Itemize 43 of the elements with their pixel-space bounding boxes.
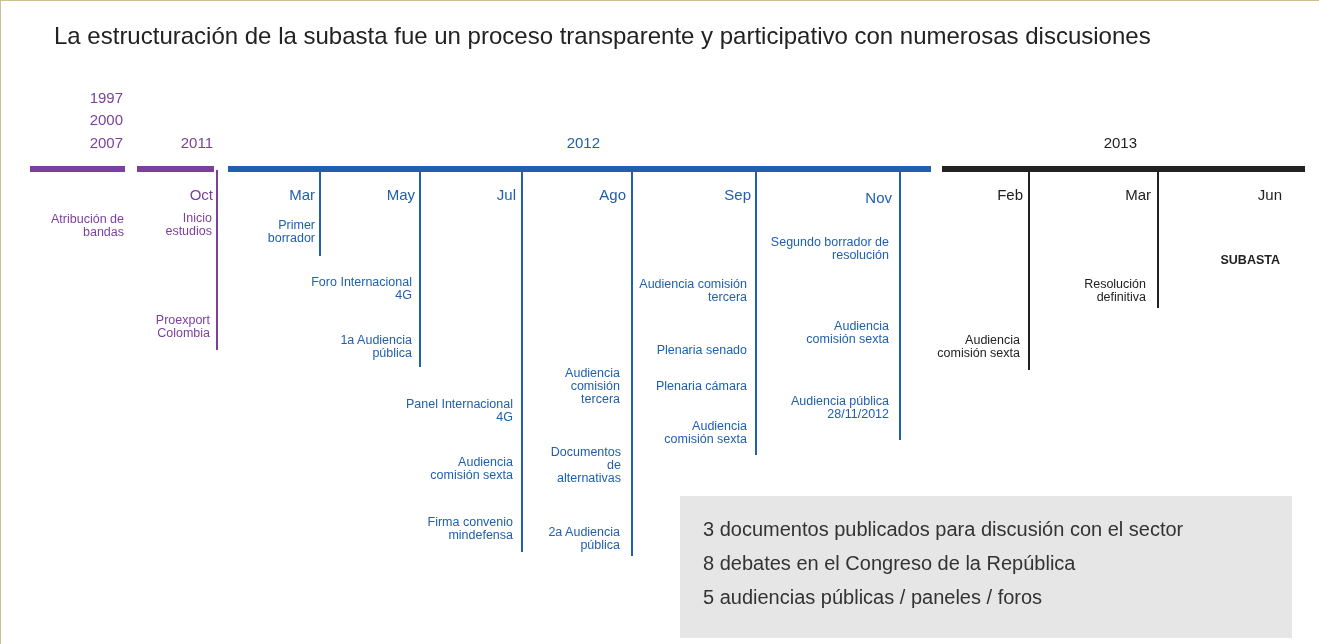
event-label: Plenaria cámara: [655, 380, 747, 393]
year-label: 1997: [88, 89, 123, 107]
month-label: Nov: [864, 189, 892, 207]
event-label: Audiencia comisión sexta: [429, 456, 513, 482]
event-label: Documentos de alternativas: [549, 446, 621, 485]
event-label: Foro Internacional 4G: [310, 276, 412, 302]
month-label: Mar: [1124, 186, 1151, 204]
month-label: Sep: [723, 186, 751, 204]
year-label: 2007: [88, 134, 123, 152]
month-label: May: [385, 186, 415, 204]
month-label: Mar: [288, 186, 315, 204]
month-label: Jul: [495, 186, 516, 204]
event-label: 1a Audiencia pública: [339, 334, 412, 360]
event-label: Panel Internacional 4G: [404, 398, 513, 424]
event-label: Audiencia comisión tercera: [564, 367, 620, 406]
summary-text: 3 documentos publicados para discusión con el sector: [703, 517, 1184, 542]
summary-panel: [680, 496, 1292, 638]
event-label: Audiencia comisión sexta: [805, 320, 889, 346]
event-label: Audiencia pública 28/11/2012: [790, 395, 889, 421]
year-label: 2013: [1102, 134, 1137, 152]
event-label: Atribución de bandas: [50, 213, 124, 239]
event-label: Inicio estudios: [164, 212, 212, 238]
event-label: SUBASTA: [1219, 254, 1280, 267]
event-label: Resolución definitiva: [1083, 278, 1146, 304]
event-label: Proexport Colombia: [154, 314, 210, 340]
month-label: Feb: [996, 186, 1023, 204]
event-label: Audiencia comisión tercera: [638, 278, 747, 304]
event-label: Audiencia comisión sexta: [936, 334, 1020, 360]
chart-title: La estructuración de la subasta fue un proceso transparente y participativo con numerosas discusiones: [54, 22, 1151, 50]
month-label: Oct: [188, 186, 213, 204]
event-label: Plenaria senado: [655, 344, 747, 357]
summary-text: 5 audiencias públicas / paneles / foros: [703, 585, 1043, 610]
month-label: Jun: [1256, 186, 1282, 204]
event-label: 2a Audiencia pública: [547, 526, 620, 552]
event-label: Segundo borrador de resolución: [769, 236, 889, 262]
year-label: 2000: [88, 111, 123, 129]
year-label: 2012: [565, 134, 600, 152]
event-label: Primer borrador: [266, 219, 315, 245]
month-label: Ago: [598, 186, 626, 204]
event-label: Firma convenio mindefensa: [426, 516, 513, 542]
summary-text: 8 debates en el Congreso de la República: [703, 551, 1076, 576]
year-label: 2011: [179, 134, 213, 152]
event-label: Audiencia comisión sexta: [663, 420, 747, 446]
